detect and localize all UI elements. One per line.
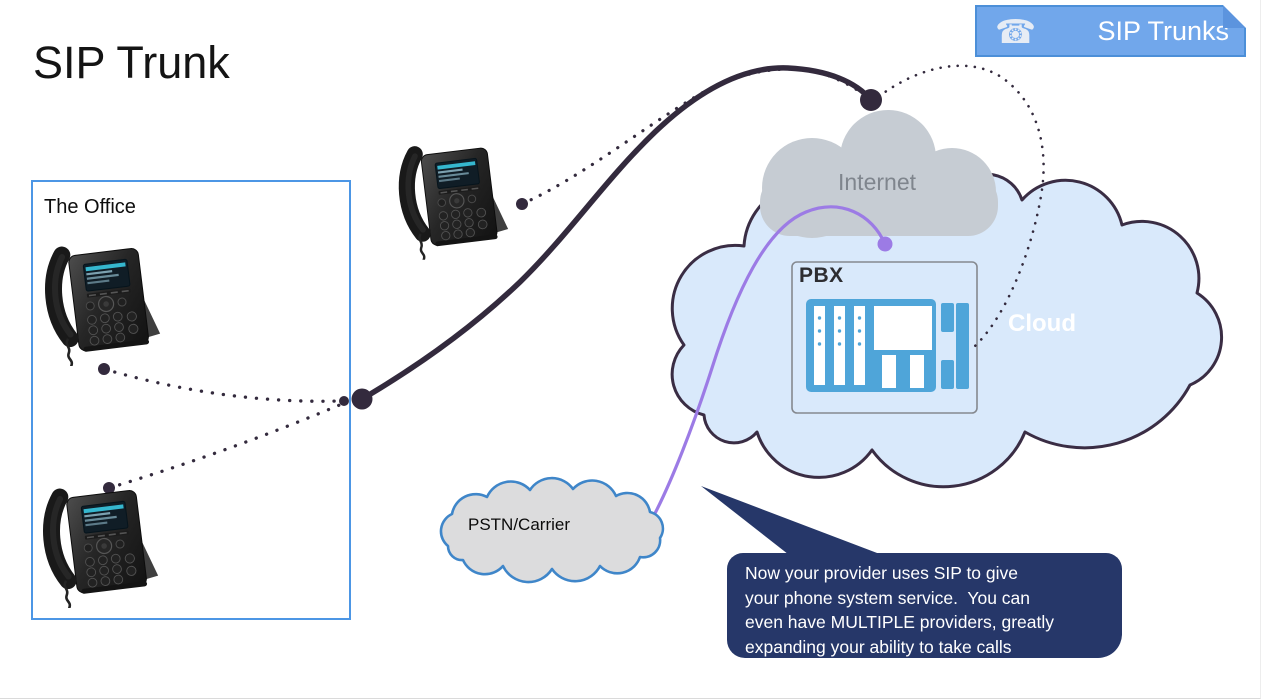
- phone-2-dot: [103, 482, 115, 494]
- sip-trunk-line: [339, 65, 882, 410]
- trunk-junction-dot: [351, 388, 373, 410]
- callout-line-3: even have MULTIPLE providers, greatly: [745, 612, 1054, 632]
- pstn-cloud-label: PSTN/Carrier: [468, 515, 571, 534]
- dotted-line-office-phone-1: [102, 367, 342, 403]
- callout-line-4: expanding your ability to take calls: [745, 636, 1012, 657]
- provider-link-line: [649, 205, 887, 522]
- callout-line-1: Now your provider uses SIP to give: [745, 563, 1019, 583]
- telephone-icon: ☎: [995, 12, 1037, 50]
- office-label: The Office: [44, 196, 136, 218]
- dotted-line-internet-to-cloud: [870, 64, 1045, 348]
- phone-3-dot: [516, 198, 528, 210]
- desk-phone-office-2: [47, 486, 162, 616]
- dotted-line-external-phone: [520, 67, 868, 206]
- sip-trunks-badge: ☎ SIP Trunks: [975, 5, 1246, 57]
- provider-cloud-label: Cloud: [1008, 310, 1076, 337]
- callout-pointer: [701, 486, 885, 558]
- desk-phone-external: [402, 144, 511, 268]
- callout-line-2: your phone system service. You can: [745, 587, 1031, 608]
- provider-link-endpoint-top: [877, 236, 893, 252]
- internet-cloud-shape: [760, 110, 998, 238]
- page-title: SIP Trunk: [33, 37, 230, 88]
- pstn-cloud-shape: [439, 476, 665, 584]
- pbx-label: PBX: [799, 264, 844, 287]
- desk-phone-office-1: [49, 244, 164, 374]
- phone-links: [98, 67, 868, 494]
- internet-cloud-label: Internet: [838, 169, 916, 195]
- folded-corner-decoration: [1223, 5, 1246, 28]
- office-junction-dot: [339, 396, 349, 406]
- phone-1-dot: [98, 363, 110, 375]
- dotted-line-office-phone-2: [107, 402, 344, 490]
- trunk-endpoint-dot: [860, 89, 882, 111]
- pbx-icon: [806, 299, 969, 392]
- pbx-box: [791, 261, 978, 414]
- callout-bubble: Now your provider uses SIP to give your …: [727, 553, 1122, 658]
- badge-label: SIP Trunks: [1097, 15, 1229, 46]
